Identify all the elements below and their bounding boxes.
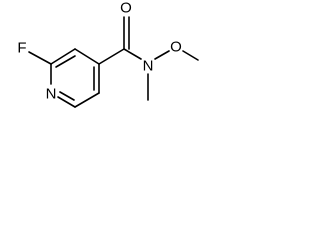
bond-c4-carbonyl: [98, 48, 125, 65]
carbonyl-oxygen-atom-label: O: [120, 0, 132, 17]
bond-c6-n1-double: [59, 91, 75, 101]
pyridine-ring: [50, 48, 100, 108]
ring-nitrogen-atom-label: N: [46, 86, 57, 103]
bond-c2-f: [28, 51, 52, 65]
fluorine-atom-label: F: [17, 40, 26, 57]
bond-c2-c3: [50, 48, 76, 65]
bond-c2-c3-double: [55, 55, 76, 68]
bond-c3-c4: [74, 48, 100, 65]
bond-n-o: [154, 50, 170, 60]
methoxy-oxygen-atom-label: O: [170, 39, 182, 56]
bond-c5-c6: [74, 92, 100, 108]
chemical-structure-diagram: F N O N O: [17, 0, 199, 108]
bond-c6-n1: [57, 96, 76, 108]
bond-carbonyl-n: [123, 48, 142, 60]
amide-nitrogen-atom-label: N: [143, 58, 154, 75]
bond-o-methyl: [182, 50, 199, 61]
weinreb-amide-group: [98, 16, 199, 101]
